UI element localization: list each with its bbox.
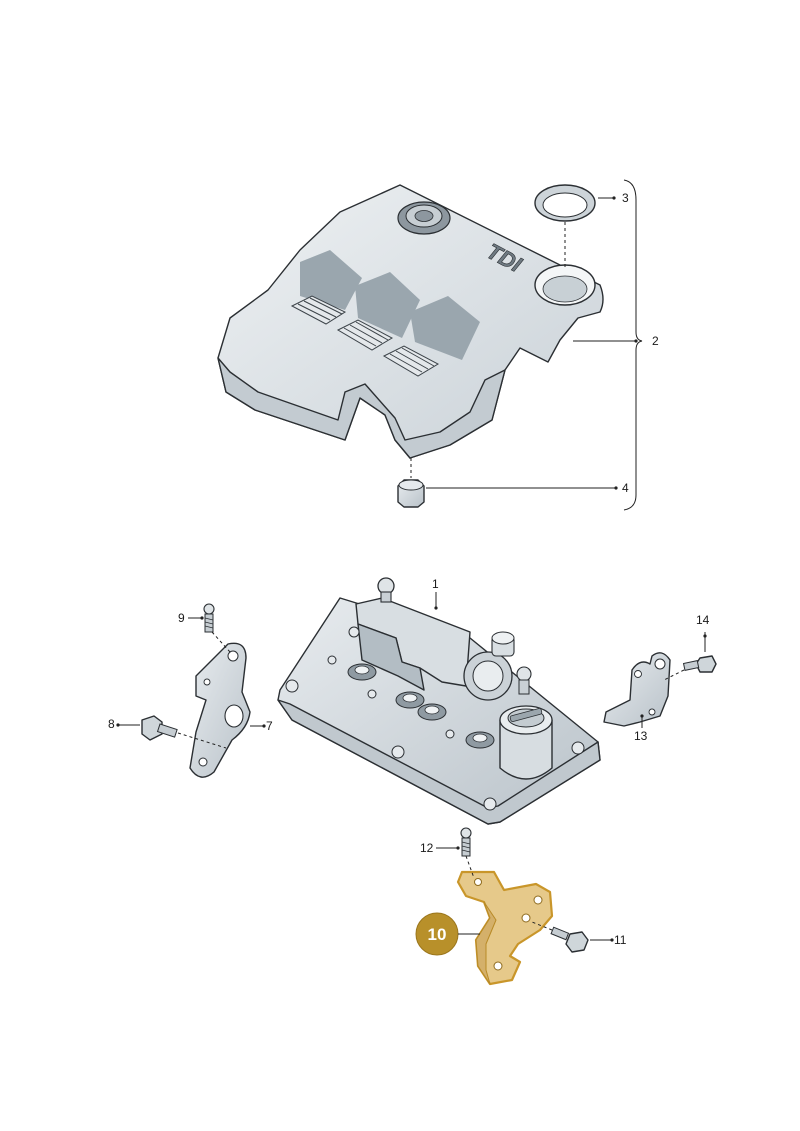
bolt-lower[interactable] (550, 926, 589, 953)
callout-14[interactable]: 14 (696, 613, 710, 652)
ball-stud-lower[interactable] (460, 827, 472, 857)
callout-1[interactable]: 1 (432, 577, 439, 610)
svg-text:14: 14 (696, 613, 710, 627)
grommet[interactable] (397, 479, 425, 508)
cover-emblem (397, 201, 451, 235)
svg-text:12: 12 (420, 841, 434, 855)
svg-text:4: 4 (622, 481, 629, 495)
group-bracket (623, 179, 643, 511)
engine-cover[interactable]: TDI (217, 184, 604, 459)
callout-8[interactable]: 8 (108, 717, 140, 731)
cover-ribs (290, 295, 440, 377)
svg-text:2: 2 (652, 334, 659, 348)
cover-recess-2 (355, 272, 420, 338)
callout-13[interactable]: 13 (634, 714, 648, 743)
svg-text:9: 9 (178, 611, 185, 625)
cover-bolt-bosses (285, 626, 585, 811)
callout-4[interactable]: 4 (426, 481, 629, 495)
callout-11[interactable]: 11 (590, 933, 627, 947)
callout-2[interactable]: 2 (573, 334, 659, 348)
pressure-regulator (463, 631, 532, 701)
svg-text:11: 11 (614, 933, 627, 947)
svg-text:1: 1 (432, 577, 439, 591)
right-bracket[interactable] (603, 652, 671, 727)
callout-7[interactable]: 7 (250, 719, 273, 733)
seal-ring[interactable] (534, 184, 596, 222)
svg-text:10: 10 (428, 925, 447, 944)
ball-stud-left[interactable] (203, 603, 215, 633)
svg-text:7: 7 (266, 719, 273, 733)
valve-cover[interactable] (277, 577, 601, 825)
svg-text:13: 13 (634, 729, 648, 743)
stud-guide-line (211, 631, 231, 653)
callout-12[interactable]: 12 (420, 841, 460, 855)
cover-recess-1 (300, 250, 362, 310)
callout-9[interactable]: 9 (178, 611, 204, 625)
oil-filler-cap (499, 705, 553, 780)
bolt-left[interactable] (141, 715, 178, 741)
bolt-guide-line (177, 732, 227, 749)
callout-10-highlighted[interactable]: 10 (415, 912, 480, 956)
lower-stud-guide-line (465, 855, 475, 879)
bolt-right[interactable] (682, 655, 717, 673)
callout-3[interactable]: 3 (598, 191, 629, 205)
right-bolt-guide-line (663, 669, 685, 681)
left-bracket[interactable] (189, 642, 251, 778)
svg-text:8: 8 (108, 717, 115, 731)
cover-recess-3 (410, 296, 480, 360)
highlighted-bracket[interactable] (456, 870, 554, 986)
svg-text:3: 3 (622, 191, 629, 205)
